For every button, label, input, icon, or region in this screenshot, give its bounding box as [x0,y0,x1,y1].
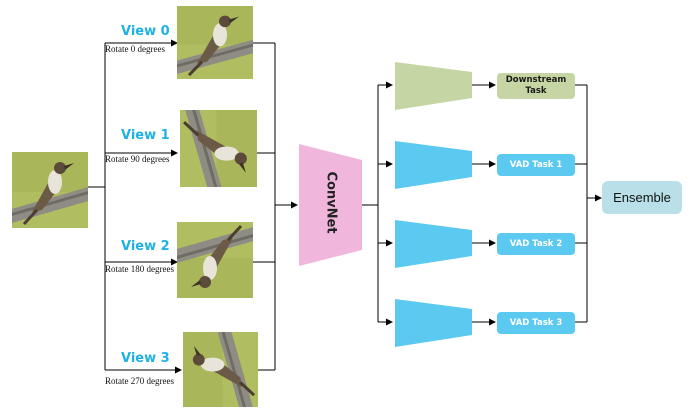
downstream-task-label-line1: Downstream [505,75,567,85]
view-3-rotation-text: Rotate 270 degrees [105,376,174,386]
convnet-label: ConvNet [323,171,339,234]
downstream-task-box: Downstream Task [497,73,575,99]
view-0-image [177,6,253,79]
ensemble-label: Ensemble [613,190,671,205]
downstream-task-label-line2: Task [525,86,547,96]
view-0-rotation-text: Rotate 0 degrees [105,44,165,54]
vad-task-1-box: VAD Task 1 [497,154,575,176]
convnet-block [299,144,362,266]
vad-task-2-label: VAD Task 2 [509,238,563,249]
view-2-label: View 2 [121,239,170,254]
view-0-label: View 0 [121,24,170,39]
head-3-trapezoid [395,299,472,347]
view-1-image [180,110,257,187]
ensemble-box: Ensemble [602,181,682,214]
view-2-image [177,222,253,298]
view-1-label: View 1 [121,128,170,143]
view-3-image [183,332,258,407]
input-bird-image [12,152,88,228]
vad-task-3-label: VAD Task 3 [509,317,563,328]
vad-task-3-box: VAD Task 3 [497,312,575,334]
view-1-rotation-text: Rotate 90 degrees [105,154,170,164]
view-2-rotation-text: Rotate 180 degrees [105,264,174,274]
vad-task-1-label: VAD Task 1 [509,159,563,170]
head-1-trapezoid [395,141,472,189]
head-2-trapezoid [395,220,472,268]
view-3-label: View 3 [121,351,170,366]
head-0-trapezoid [395,62,472,110]
vad-task-2-box: VAD Task 2 [497,233,575,255]
